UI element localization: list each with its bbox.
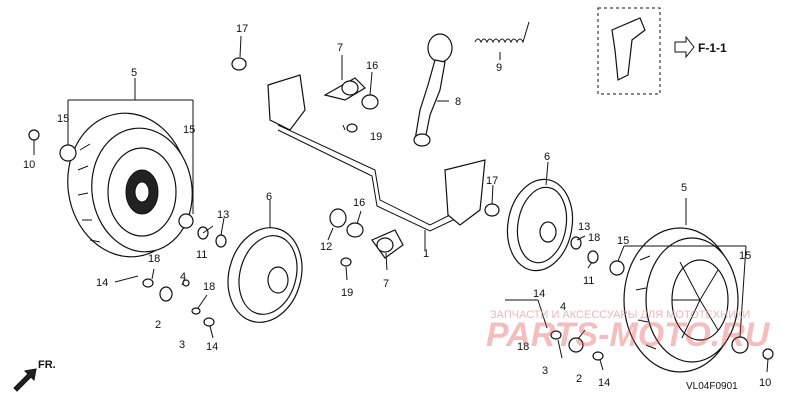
leader-lines: [33, 35, 769, 373]
label-10: 10: [23, 159, 35, 171]
label-15: 15: [57, 113, 69, 125]
label-5: 5: [681, 182, 687, 194]
label-18: 18: [517, 341, 529, 353]
label-8: 8: [455, 96, 461, 108]
arrow-right-icon: [674, 35, 695, 59]
label-13: 13: [578, 221, 590, 233]
label-18: 18: [588, 232, 600, 244]
front-direction: FR.: [13, 359, 56, 392]
part-labels: 17 5 15 15 10 7 16 19 8 9 13 11 6 12 16 …: [23, 23, 771, 392]
watermark: ЗАПЧАСТИ И АКСЕССУАРЫ ДЛЯ МОТОТЕХНИКИ PA…: [486, 309, 771, 354]
left-pulley: [227, 227, 303, 323]
label-14: 14: [598, 377, 610, 389]
label-2: 2: [576, 373, 582, 385]
watermark-site: PARTS-MOTO.RU: [486, 316, 771, 354]
label-10: 10: [759, 377, 771, 389]
label-6: 6: [266, 191, 272, 203]
label-6: 6: [544, 151, 550, 163]
label-14: 14: [96, 277, 108, 289]
label-15: 15: [617, 235, 629, 247]
right-wheel: [623, 227, 739, 373]
label-18: 18: [148, 253, 160, 265]
label-9: 9: [496, 62, 502, 74]
label-12: 12: [320, 241, 332, 253]
label-17: 17: [236, 23, 248, 35]
label-16: 16: [353, 197, 365, 209]
reference-label: F-1-1: [698, 41, 727, 55]
arrow-front-icon: [13, 368, 37, 392]
spring: [474, 21, 530, 44]
label-19: 19: [370, 131, 382, 143]
label-18: 18: [203, 281, 215, 293]
reference-box: [597, 7, 695, 95]
label-1: 1: [423, 248, 429, 260]
left-wheel: [67, 112, 193, 258]
small-parts: [28, 57, 774, 361]
direction-label: FR.: [38, 359, 56, 371]
right-pulley: [506, 178, 574, 272]
label-14: 14: [206, 341, 218, 353]
label-4: 4: [560, 301, 566, 313]
label-19: 19: [341, 287, 353, 299]
label-7: 7: [383, 278, 389, 290]
label-15: 15: [739, 250, 751, 262]
diagram-code: VL04F0901: [686, 381, 738, 392]
watermark-tagline: ЗАПЧАСТИ И АКСЕССУАРЫ ДЛЯ МОТОТЕХНИКИ: [490, 309, 750, 321]
label-13: 13: [217, 209, 229, 221]
adjust-lever: [413, 33, 453, 147]
label-5: 5: [131, 67, 137, 79]
label-11: 11: [196, 249, 207, 261]
label-3: 3: [542, 365, 548, 377]
label-3: 3: [179, 339, 185, 351]
height-adjust-axle: [267, 74, 486, 232]
label-7: 7: [337, 42, 343, 54]
label-2: 2: [155, 319, 161, 331]
label-14: 14: [533, 288, 545, 300]
label-11: 11: [583, 275, 594, 287]
label-15: 15: [183, 124, 195, 136]
label-4: 4: [180, 271, 186, 283]
label-17: 17: [486, 175, 498, 187]
label-16: 16: [366, 60, 378, 72]
